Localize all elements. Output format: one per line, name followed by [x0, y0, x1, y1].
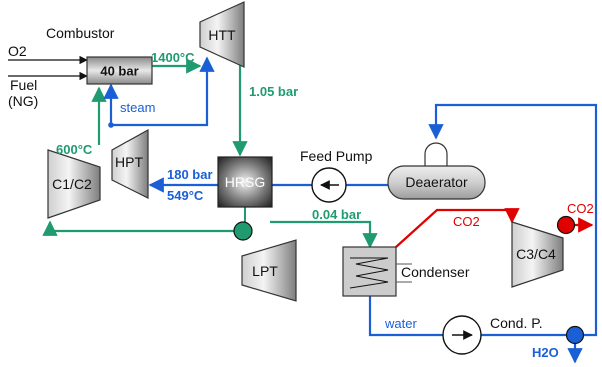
recycle-to-combustor-line: [42, 220, 241, 236]
lpt-turbine: LPT: [241, 239, 297, 302]
water-split-node: [565, 325, 585, 345]
feed-pump: [311, 167, 347, 203]
combustor-title: Combustor: [46, 25, 115, 41]
condenser-coil-icon: [349, 257, 389, 289]
lpt-split-node: [233, 221, 253, 241]
temp-1400-label: 1400°C: [151, 50, 195, 65]
steam-label: steam: [120, 100, 155, 115]
temp-549-label: 549°C: [167, 188, 204, 203]
temp-600-label: 600°C: [56, 142, 93, 157]
feed-pump-label: Feed Pump: [300, 148, 373, 164]
combustor: 40 bar: [86, 56, 153, 85]
steam-split-node: [108, 122, 114, 128]
co2-out-label: CO2: [567, 201, 594, 216]
condenser: [342, 246, 412, 297]
hrsg: HRSG: [217, 156, 273, 208]
deaerator: Deaerator: [387, 142, 486, 200]
pressure-105-label: 1.05 bar: [249, 84, 298, 99]
condenser-label: Condenser: [401, 264, 470, 280]
co2-outlet-node: [556, 215, 576, 235]
oxygen-label: O2: [8, 43, 27, 59]
steam-to-htt-line: [111, 56, 215, 127]
lpt-to-condenser-line: [270, 220, 378, 249]
water-return-line: [428, 103, 598, 337]
fuel-type-label: (NG): [8, 93, 38, 109]
combustor-pressure-label: 40 bar: [100, 64, 138, 79]
c1c2-label: C1/C2: [52, 176, 92, 192]
fuel-label: Fuel: [10, 77, 37, 93]
water-label: water: [384, 316, 417, 331]
compressor-c1c2: C1/C2: [47, 149, 101, 219]
lpt-label: LPT: [252, 263, 278, 279]
co2-to-compressor-line: [395, 208, 520, 248]
htt-turbine: HTT: [199, 1, 245, 68]
condenser-to-cond-pump-line: [368, 296, 443, 337]
pressure-004-label: 0.04 bar: [312, 207, 361, 222]
h2o-label: H2O: [532, 345, 559, 360]
htt-label: HTT: [208, 27, 236, 43]
deaerator-label: Deaerator: [405, 174, 468, 190]
hpt-turbine: HPT: [111, 128, 149, 199]
co2-mid-label: CO2: [453, 214, 480, 229]
c3c4-label: C3/C4: [516, 246, 556, 262]
pressure-180-label: 180 bar: [167, 167, 213, 182]
cond-pump: [442, 315, 482, 355]
hpt-label: HPT: [115, 154, 143, 170]
hrsg-label: HRSG: [225, 174, 265, 190]
compressor-c3c4: C3/C4: [511, 221, 564, 288]
cond-pump-label: Cond. P.: [490, 315, 543, 331]
